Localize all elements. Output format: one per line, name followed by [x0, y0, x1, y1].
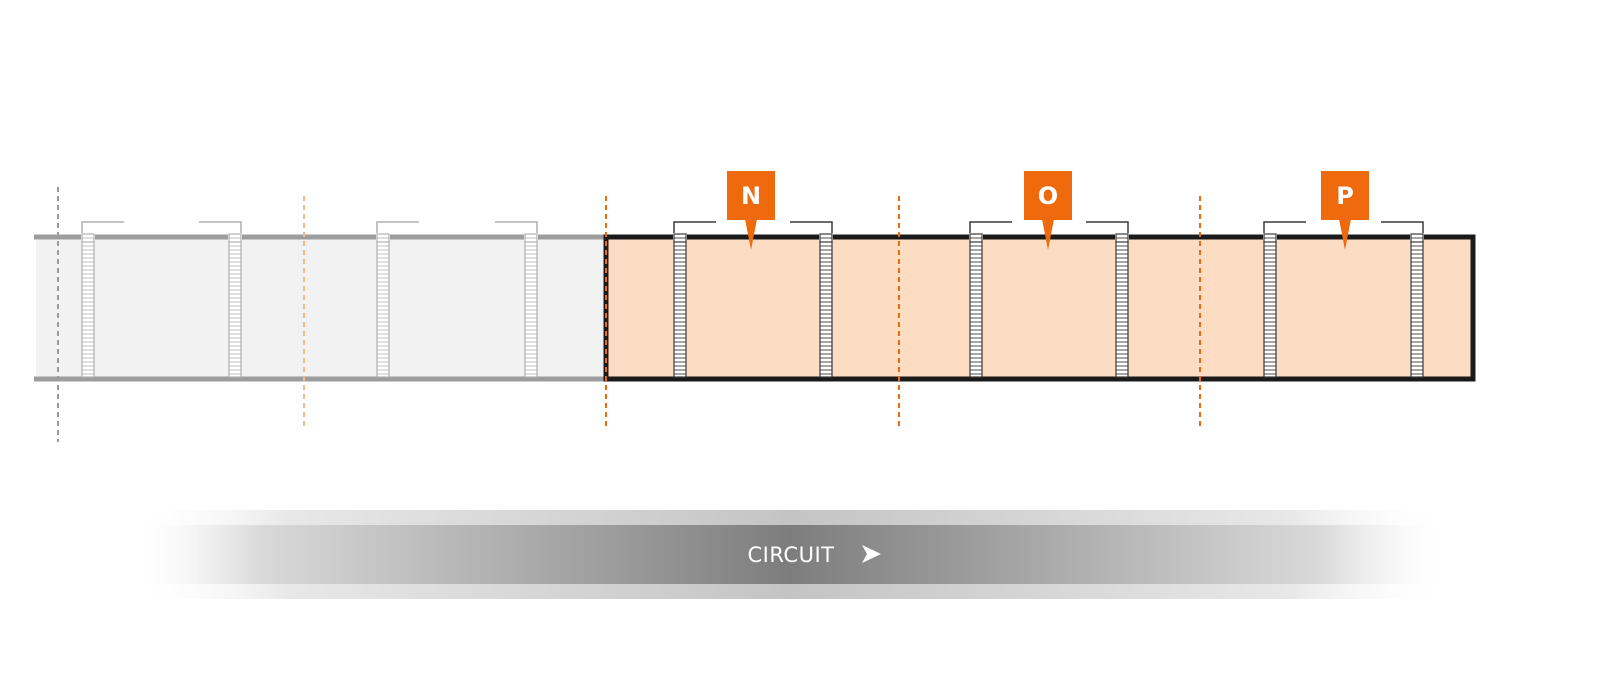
ladder-post [81, 221, 124, 378]
arrow-right-icon [862, 545, 881, 563]
active-section [603, 234, 1476, 382]
ladder-post [1086, 221, 1129, 378]
ladder-post [969, 221, 1012, 378]
marker-n: N [727, 171, 775, 250]
reference-lines [57, 187, 1201, 442]
ladder-post [1263, 221, 1306, 378]
marker-label: O [1038, 182, 1058, 210]
ladder-post [1381, 221, 1424, 378]
ladder-post [376, 221, 419, 378]
markers: N O P [727, 171, 1369, 250]
inactive-section [34, 234, 606, 382]
ladder-posts [81, 221, 1424, 378]
marker-o: O [1024, 171, 1072, 250]
marker-label: N [741, 182, 761, 210]
marker-label: P [1336, 182, 1354, 210]
marker-p: P [1321, 171, 1369, 250]
circuit-label: CIRCUIT [748, 543, 835, 567]
ladder-post [673, 221, 716, 378]
circuit-direction-band: CIRCUIT [130, 510, 1450, 599]
ladder-post [495, 221, 538, 378]
ladder-post [199, 221, 242, 378]
ladder-post [790, 221, 833, 378]
